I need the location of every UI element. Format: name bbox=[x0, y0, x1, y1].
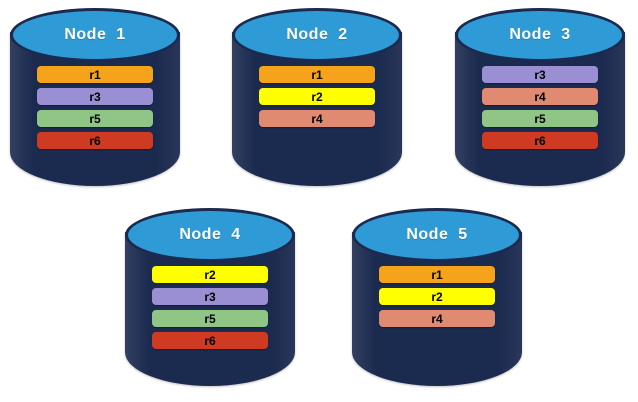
shard-bar[interactable]: r5 bbox=[482, 110, 598, 127]
node-label: Node 4 bbox=[179, 226, 241, 243]
node-top-ellipse bbox=[125, 208, 295, 262]
node-cylinder[interactable]: Node 2 r1 r2 r4 bbox=[232, 8, 402, 186]
node-cylinder[interactable]: Node 1 r1 r3 r5 r6 bbox=[10, 8, 180, 186]
shard-bar[interactable]: r3 bbox=[152, 288, 268, 305]
node-label: Node 2 bbox=[286, 26, 348, 43]
node-cylinder[interactable]: Node 4 r2 r3 r5 r6 bbox=[125, 208, 295, 386]
shard-bar[interactable]: r4 bbox=[482, 88, 598, 105]
shard-bar[interactable]: r2 bbox=[259, 88, 375, 105]
shard-bar[interactable]: r4 bbox=[379, 310, 495, 327]
node-top-ellipse bbox=[232, 8, 402, 62]
shard-bar[interactable]: r3 bbox=[37, 88, 153, 105]
node-top-ellipse bbox=[455, 8, 625, 62]
shard-bar[interactable]: r1 bbox=[259, 66, 375, 83]
shard-bar[interactable]: r5 bbox=[152, 310, 268, 327]
shard-list: r2 r3 r5 r6 bbox=[125, 266, 295, 349]
shard-list: r3 r4 r5 r6 bbox=[455, 66, 625, 149]
shard-bar[interactable]: r3 bbox=[482, 66, 598, 83]
node-label: Node 1 bbox=[64, 26, 126, 43]
node-body bbox=[232, 32, 402, 186]
node-label: Node 3 bbox=[509, 26, 571, 43]
shard-bar[interactable]: r5 bbox=[37, 110, 153, 127]
shard-bar[interactable]: r1 bbox=[37, 66, 153, 83]
shard-bar[interactable]: r6 bbox=[482, 132, 598, 149]
node-cylinder[interactable]: Node 3 r3 r4 r5 r6 bbox=[455, 8, 625, 186]
shard-list: r1 r3 r5 r6 bbox=[10, 66, 180, 149]
shard-bar[interactable]: r1 bbox=[379, 266, 495, 283]
shard-bar[interactable]: r4 bbox=[259, 110, 375, 127]
shard-bar[interactable]: r2 bbox=[152, 266, 268, 283]
node-label: Node 5 bbox=[406, 226, 468, 243]
shard-bar[interactable]: r2 bbox=[379, 288, 495, 305]
shard-bar[interactable]: r6 bbox=[152, 332, 268, 349]
shard-list: r1 r2 r4 bbox=[352, 266, 522, 327]
node-top-ellipse bbox=[352, 208, 522, 262]
node-top-ellipse bbox=[10, 8, 180, 62]
shard-list: r1 r2 r4 bbox=[232, 66, 402, 127]
shard-bar[interactable]: r6 bbox=[37, 132, 153, 149]
node-cylinder[interactable]: Node 5 r1 r2 r4 bbox=[352, 208, 522, 386]
